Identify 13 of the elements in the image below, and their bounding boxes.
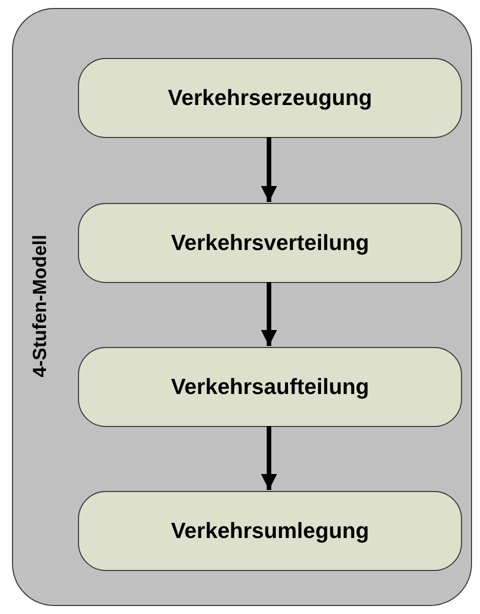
step-label: Verkehrserzeugung	[168, 85, 372, 111]
step-label: Verkehrsverteilung	[170, 230, 370, 256]
arrow	[260, 282, 278, 346]
group-panel	[12, 8, 472, 606]
step-label: Verkehrsaufteilung	[170, 374, 370, 400]
process-box	[78, 491, 462, 571]
step-label: Verkehrsumlegung	[170, 518, 370, 544]
arrow	[260, 137, 278, 202]
process-box	[78, 347, 462, 427]
process-box	[78, 203, 462, 283]
process-box	[78, 58, 462, 138]
group-title: 4-Stufen-Modell	[30, 234, 52, 378]
arrow	[260, 426, 278, 490]
